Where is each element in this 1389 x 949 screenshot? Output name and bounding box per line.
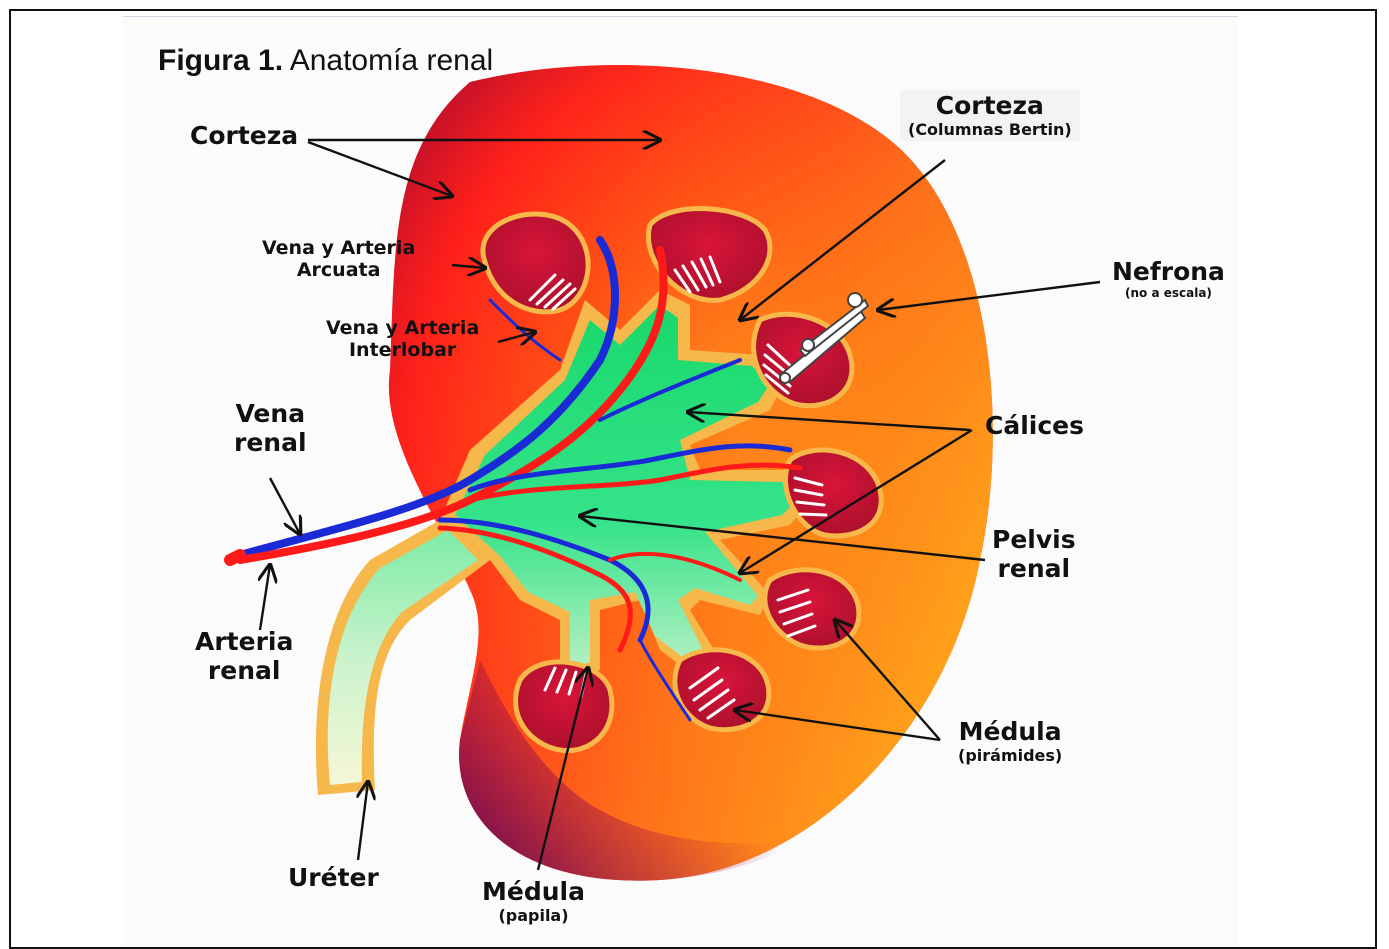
label-medula-piramides-sub: (pirámides) xyxy=(958,747,1062,765)
label-corteza: Corteza xyxy=(190,122,298,151)
label-vena-arteria-arcuata-2: Arcuata xyxy=(262,260,415,282)
label-vena-arteria-arcuata: Vena y Arteria Arcuata xyxy=(262,238,415,282)
label-vena-arteria-interlobar: Vena y Arteria Interlobar xyxy=(326,318,479,362)
label-arteria-renal-2: renal xyxy=(195,657,293,686)
label-pelvis-renal: Pelvis renal xyxy=(992,526,1076,584)
label-corteza-bertin-sub: (Columnas Bertin) xyxy=(908,121,1072,139)
label-nefrona: Nefrona (no a escala) xyxy=(1112,258,1225,301)
label-medula-piramides: Médula (pirámides) xyxy=(958,718,1062,765)
label-vena-renal-1: Vena xyxy=(234,400,307,429)
label-vena-arteria-interlobar-1: Vena y Arteria xyxy=(326,318,479,340)
label-nefrona-sub: (no a escala) xyxy=(1112,287,1225,301)
label-ureter: Uréter xyxy=(288,864,379,893)
label-corteza-bertin: Corteza (Columnas Bertin) xyxy=(900,90,1080,141)
label-vena-arteria-interlobar-2: Interlobar xyxy=(326,340,479,362)
label-calices: Cálices xyxy=(985,412,1084,441)
label-vena-arteria-arcuata-1: Vena y Arteria xyxy=(262,238,415,260)
label-medula-papila: Médula (papila) xyxy=(482,878,585,925)
label-arteria-renal: Arteria renal xyxy=(195,628,293,686)
label-pelvis-renal-2: renal xyxy=(992,555,1076,584)
label-vena-renal-2: renal xyxy=(234,429,307,458)
label-vena-renal: Vena renal xyxy=(234,400,307,458)
figure-title-rest: Anatomía renal xyxy=(283,44,493,77)
label-medula-papila-title: Médula xyxy=(482,878,585,907)
label-pelvis-renal-1: Pelvis xyxy=(992,526,1076,555)
label-medula-papila-sub: (papila) xyxy=(482,907,585,925)
figure-title-bold: Figura 1. xyxy=(158,44,283,77)
figure-title: Figura 1. Anatomía renal xyxy=(158,44,493,78)
label-arteria-renal-1: Arteria xyxy=(195,628,293,657)
label-corteza-bertin-title: Corteza xyxy=(908,92,1072,121)
label-nefrona-title: Nefrona xyxy=(1112,258,1225,287)
label-medula-piramides-title: Médula xyxy=(958,718,1062,747)
